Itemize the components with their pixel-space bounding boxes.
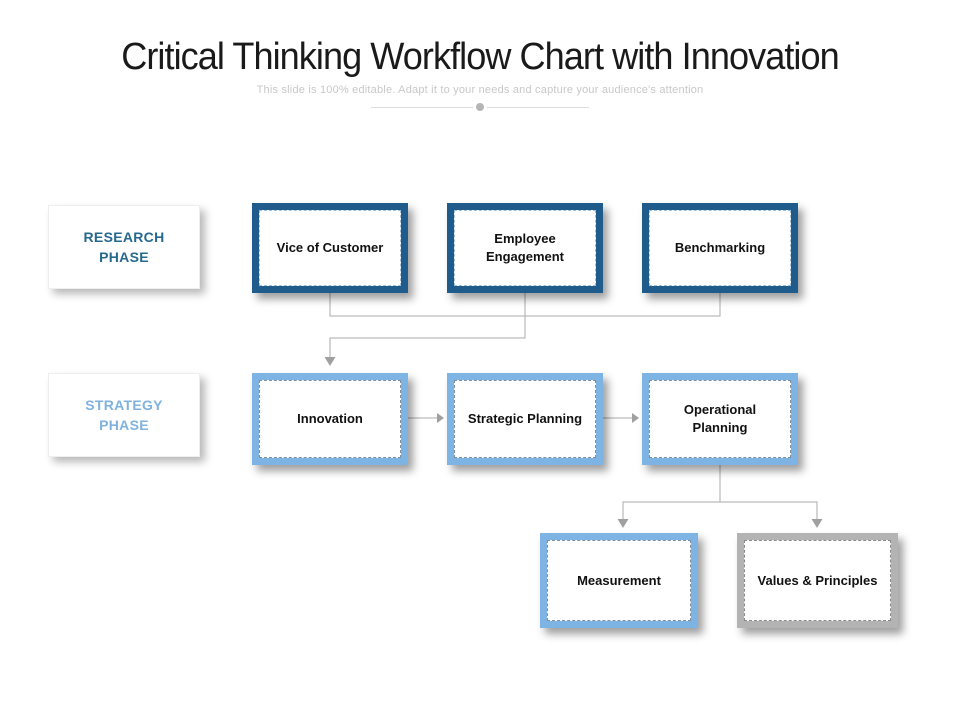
node-values-principles: Values & Principles <box>737 533 898 628</box>
divider-dot <box>476 103 484 111</box>
node-innovation: Innovation <box>252 373 408 465</box>
node-measurement: Measurement <box>540 533 698 628</box>
strategy-phase-text: STRATEGY PHASE <box>85 396 163 433</box>
node-label: Operational Planning <box>683 402 757 435</box>
node-inner: Employee Engagement <box>454 210 596 286</box>
node-label: Values & Principles <box>757 572 878 588</box>
divider-line-right <box>487 106 589 108</box>
node-inner: Vice of Customer <box>259 210 401 286</box>
node-label: Strategic Planning <box>467 411 583 427</box>
slide-title: Critical Thinking Workflow Chart with In… <box>121 36 839 78</box>
node-label: Vice of Customer <box>276 240 384 256</box>
node-benchmarking: Benchmarking <box>642 203 798 293</box>
node-inner: Strategic Planning <box>454 380 596 458</box>
node-inner: Innovation <box>259 380 401 458</box>
node-inner: Measurement <box>547 540 691 621</box>
node-strategic-planning: Strategic Planning <box>447 373 603 465</box>
node-label: Measurement <box>577 572 661 588</box>
node-vice-of-customer: Vice of Customer <box>252 203 408 293</box>
title-divider <box>370 102 590 112</box>
divider-line-left <box>371 106 473 108</box>
node-label: Employee Engagement <box>485 231 564 264</box>
research-phase-label: RESEARCH PHASE <box>48 205 200 289</box>
node-inner: Benchmarking <box>649 210 791 286</box>
node-operational-planning: Operational Planning <box>642 373 798 465</box>
slide-subtitle: This slide is 100% editable. Adapt it to… <box>256 84 704 96</box>
node-inner: Operational Planning <box>649 380 791 458</box>
research-phase-text: RESEARCH PHASE <box>83 228 165 265</box>
node-employee-engagement: Employee Engagement <box>447 203 603 293</box>
node-label: Innovation <box>297 411 363 427</box>
node-label: Benchmarking <box>674 240 766 256</box>
strategy-phase-label: STRATEGY PHASE <box>48 373 200 457</box>
node-inner: Values & Principles <box>744 540 891 621</box>
